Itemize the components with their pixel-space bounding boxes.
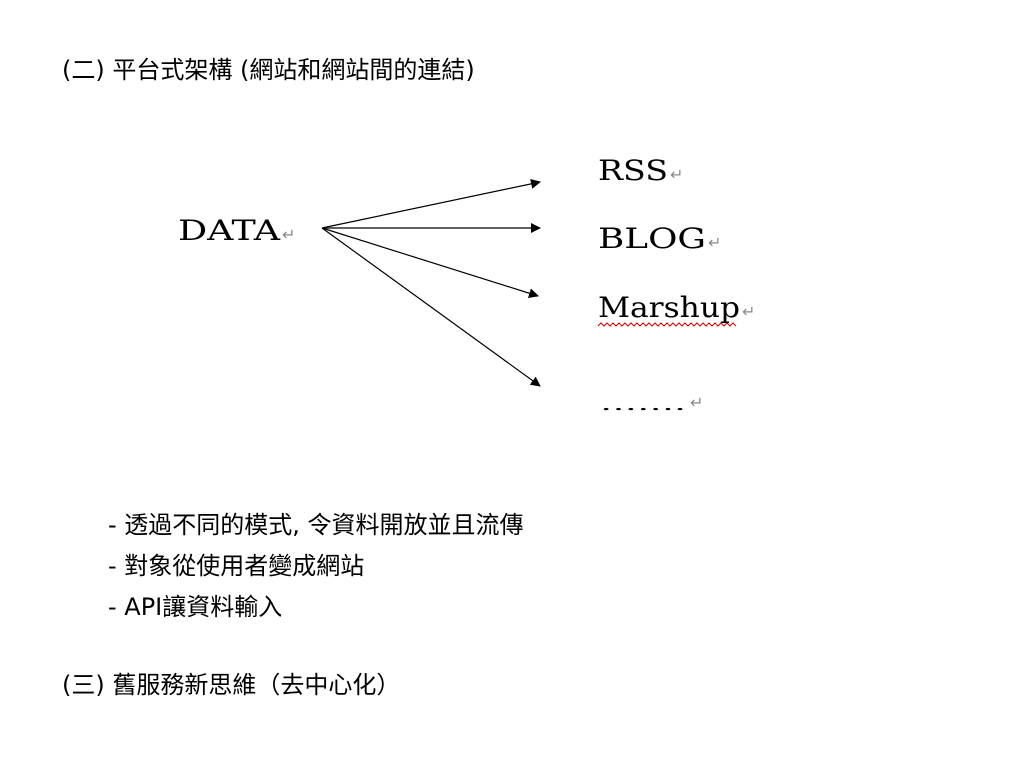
paragraph-mark-icon: ↵ xyxy=(708,233,721,252)
list-item: - 透過不同的模式, 令資料開放並且流傳 xyxy=(108,511,524,539)
target-node-more: ……. xyxy=(600,394,686,415)
paragraph-mark-icon: ↵ xyxy=(690,393,703,412)
section-heading-platform: (二) 平台式架構 (網站和網站間的連結) xyxy=(62,56,475,84)
bullet-list: - 透過不同的模式, 令資料開放並且流傳 - 對象從使用者變成網站 - API讓… xyxy=(108,505,524,628)
target-node-rss: RSS xyxy=(598,154,668,187)
target-node-blog: BLOG xyxy=(598,222,706,255)
arrow-to-rss xyxy=(321,178,541,229)
arrow-to-marshup xyxy=(321,227,539,299)
arrow-to-more xyxy=(321,227,541,387)
paragraph-mark-icon: ↵ xyxy=(742,302,755,321)
paragraph-mark-icon: ↵ xyxy=(670,165,683,184)
paragraph-mark-icon: ↵ xyxy=(282,225,295,244)
list-item: - API讓資料輸入 xyxy=(108,593,283,621)
target-node-marshup: Marshup xyxy=(598,291,740,324)
spellcheck-underline xyxy=(597,322,737,327)
section-heading-decentralization: (三) 舊服務新思維（去中心化） xyxy=(62,671,401,699)
source-node-label: DATA xyxy=(178,214,281,247)
list-item: - 對象從使用者變成網站 xyxy=(108,552,365,580)
